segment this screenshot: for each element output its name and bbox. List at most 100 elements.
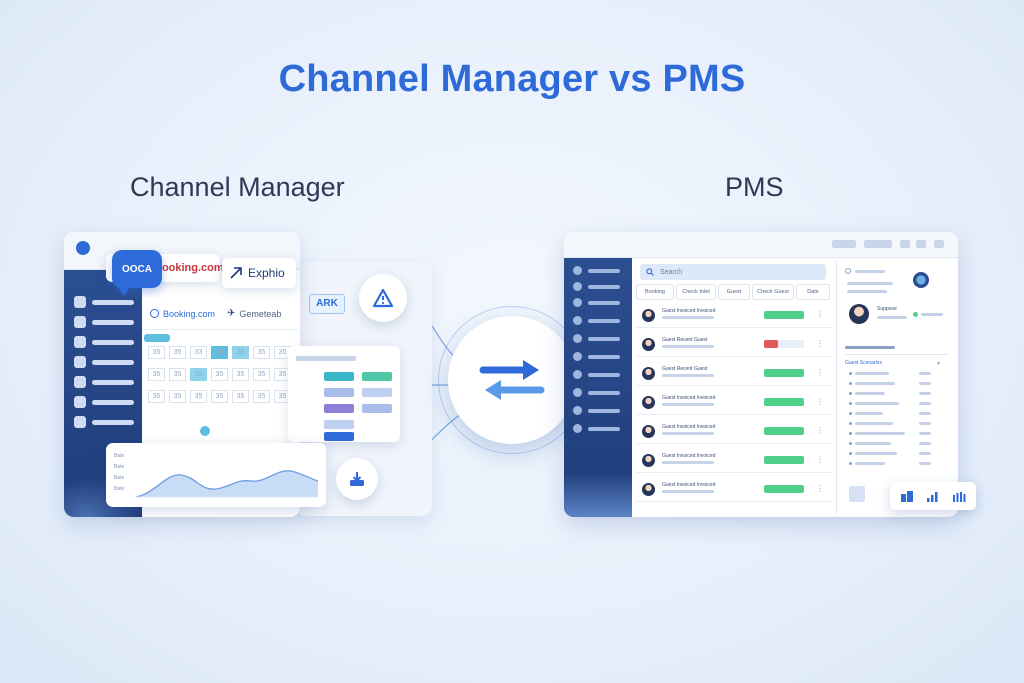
calendar-cell[interactable]: 35	[211, 346, 228, 359]
calendar-pill[interactable]	[144, 334, 170, 342]
cm-channel-header: Booking.com ✈ Gemeteab	[142, 298, 298, 330]
pms-sidebar-item[interactable]	[573, 334, 625, 344]
cm-app-icon	[76, 241, 90, 255]
detail-value	[919, 412, 931, 415]
calendar-cell[interactable]: 35	[169, 346, 186, 359]
report-icon	[573, 352, 582, 361]
pms-top-control[interactable]	[934, 240, 944, 248]
rate-tag: ARK	[309, 294, 345, 314]
pms-top-control[interactable]	[916, 240, 926, 248]
rate-bar[interactable]	[324, 388, 354, 397]
calendar-cell[interactable]: 35	[190, 390, 207, 403]
rate-bar[interactable]	[324, 404, 354, 413]
table-row[interactable]: Guest Invoiced Invoiced⋮	[636, 304, 832, 328]
pms-tab-bar: Booking Check Intel Guest Check Guest Da…	[636, 284, 832, 300]
calendar-cell[interactable]: 35	[253, 346, 270, 359]
rate-bar[interactable]	[362, 404, 392, 413]
cm-sidebar-item[interactable]	[74, 316, 136, 330]
calendar-cell[interactable]: 35	[232, 390, 249, 403]
calendar-cell[interactable]: 35	[232, 368, 249, 381]
booking-small-icon	[150, 309, 159, 318]
more-options-icon[interactable]: ⋮	[816, 426, 824, 435]
pms-sidebar-item[interactable]	[573, 424, 625, 434]
calendar-cell[interactable]: 35	[169, 390, 186, 403]
pms-sidebar-item[interactable]	[573, 282, 625, 292]
guest-avatar	[642, 309, 655, 322]
booking-logo-text: Booking.com	[154, 262, 224, 274]
calendar-cell[interactable]: 35	[169, 368, 186, 381]
pms-top-control[interactable]	[864, 240, 892, 248]
rate-bar[interactable]	[362, 388, 392, 397]
cm-sidebar-item[interactable]	[74, 336, 136, 350]
pms-heading: PMS	[725, 172, 784, 202]
table-row[interactable]: Guest Invoiced Invoiced ⋮	[636, 420, 832, 444]
guest-name: Guest Invoiced Invoiced	[662, 424, 716, 430]
calendar-cell[interactable]: 35	[190, 368, 207, 381]
pms-sidebar-item[interactable]	[573, 266, 625, 276]
calendar-cell[interactable]: 35	[232, 346, 249, 359]
calendar-cell[interactable]: 35	[253, 390, 270, 403]
more-options-icon[interactable]: ⋮	[816, 368, 824, 377]
tab-check-intel[interactable]: Check Intel	[676, 284, 716, 300]
search-input[interactable]: Search	[660, 268, 683, 276]
tab-date[interactable]: Date	[796, 284, 830, 300]
rate-bar[interactable]	[324, 432, 354, 441]
table-row[interactable]: Guest Invoiced Invoiced⋮	[636, 478, 832, 502]
buildings-icon[interactable]	[900, 490, 914, 502]
rate-bar[interactable]	[324, 420, 354, 429]
chevron-down-icon[interactable]: ▾	[937, 361, 941, 367]
pms-search-bar[interactable]: Search	[640, 264, 826, 280]
cm-sidebar-item[interactable]	[74, 356, 136, 370]
chart-axis-label: Bate	[114, 475, 125, 481]
bar-chart-icon[interactable]	[926, 490, 940, 502]
download-button[interactable]	[336, 458, 378, 500]
more-options-icon[interactable]: ⋮	[816, 339, 824, 348]
table-row[interactable]: Guest Recent Guest⋮	[636, 362, 832, 386]
list-bullet	[849, 392, 852, 395]
pms-top-control[interactable]	[832, 240, 856, 248]
calendar-cell[interactable]: 35	[253, 368, 270, 381]
calendar-cell[interactable]: 35	[148, 368, 165, 381]
cm-sidebar-item[interactable]	[74, 296, 136, 310]
pms-sidebar-item[interactable]	[573, 406, 625, 416]
detail-line	[855, 442, 891, 445]
table-row[interactable]: Guest Invoiced Invoiced⋮	[636, 391, 832, 415]
pms-top-control[interactable]	[900, 240, 910, 248]
table-row[interactable]: Guest Recent Guest⋮	[636, 333, 832, 357]
more-options-icon[interactable]: ⋮	[816, 397, 824, 406]
cm-sidebar-item[interactable]	[74, 376, 136, 390]
pms-sidebar-item[interactable]	[573, 316, 625, 326]
guest-name: Guest Invoiced Invoiced	[662, 453, 716, 459]
calendar-cell[interactable]: 35	[148, 390, 165, 403]
pms-sidebar-item[interactable]	[573, 370, 625, 380]
calendar-cell[interactable]: 35	[211, 390, 228, 403]
sync-button[interactable]	[448, 316, 576, 444]
more-options-icon[interactable]: ⋮	[816, 484, 824, 493]
rate-bar[interactable]	[362, 372, 392, 381]
cm-sidebar-item[interactable]	[74, 416, 136, 430]
more-options-icon[interactable]: ⋮	[816, 310, 824, 319]
chart-axis-label: Bate	[114, 486, 125, 492]
calendar-cell[interactable]: 35	[211, 368, 228, 381]
detail-line	[855, 372, 889, 375]
analytics-icon[interactable]	[952, 490, 966, 502]
tab-booking[interactable]: Booking	[636, 284, 674, 300]
detail-line	[855, 432, 905, 435]
pms-sidebar-item[interactable]	[573, 352, 625, 362]
pms-sidebar-decoration	[564, 473, 632, 517]
list-bullet	[849, 412, 852, 415]
cm-sidebar-item[interactable]	[74, 396, 136, 410]
user-icon	[573, 282, 582, 291]
pms-sidebar-item[interactable]	[573, 298, 625, 308]
calendar-cell[interactable]: 35	[148, 346, 165, 359]
sub-channel-text: Gemeteab	[239, 308, 282, 319]
tab-check-guest[interactable]: Check Guest	[752, 284, 794, 300]
tab-guest[interactable]: Guest	[718, 284, 750, 300]
table-row[interactable]: Guest Invoiced Invoiced ⋮	[636, 449, 832, 473]
more-options-icon[interactable]: ⋮	[816, 455, 824, 464]
calendar-cell[interactable]: 33	[190, 346, 207, 359]
alert-button[interactable]	[359, 274, 407, 322]
rate-bar[interactable]	[324, 372, 354, 381]
list-bullet	[849, 452, 852, 455]
pms-sidebar-item[interactable]	[573, 388, 625, 398]
